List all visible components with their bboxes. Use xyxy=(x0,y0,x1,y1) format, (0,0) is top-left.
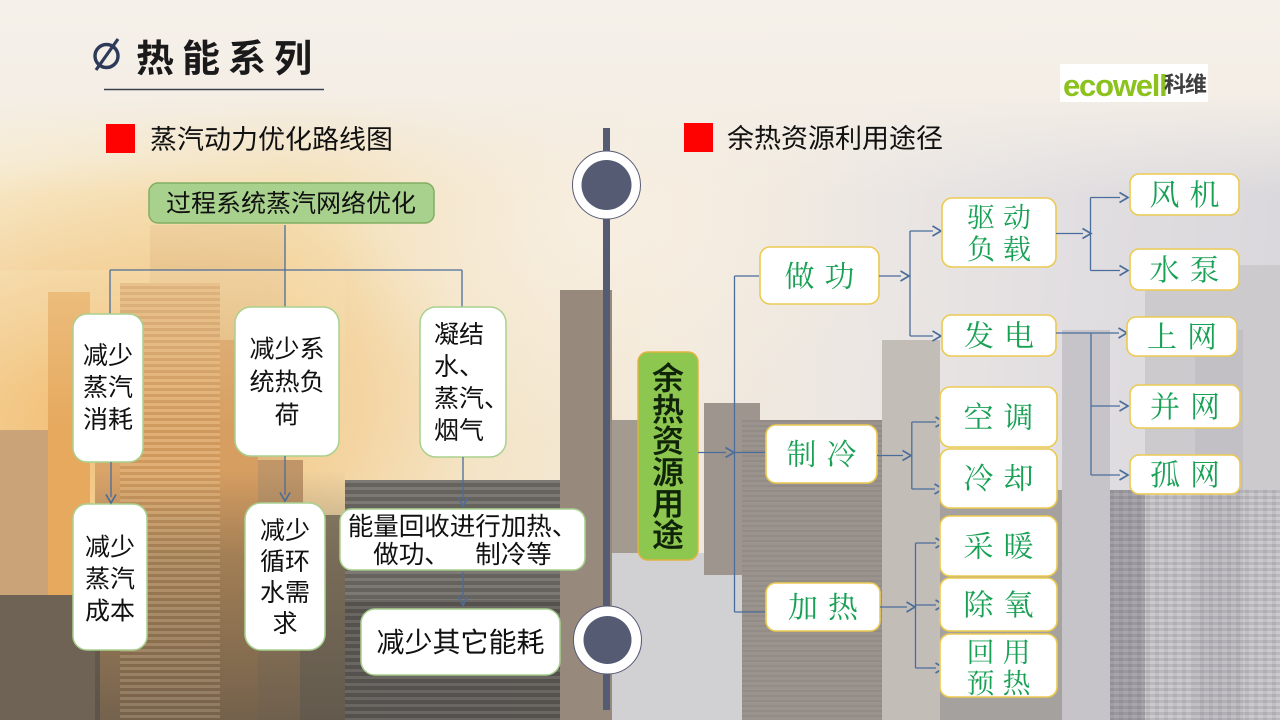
svg-text:ecowell: ecowell xyxy=(1063,68,1167,103)
